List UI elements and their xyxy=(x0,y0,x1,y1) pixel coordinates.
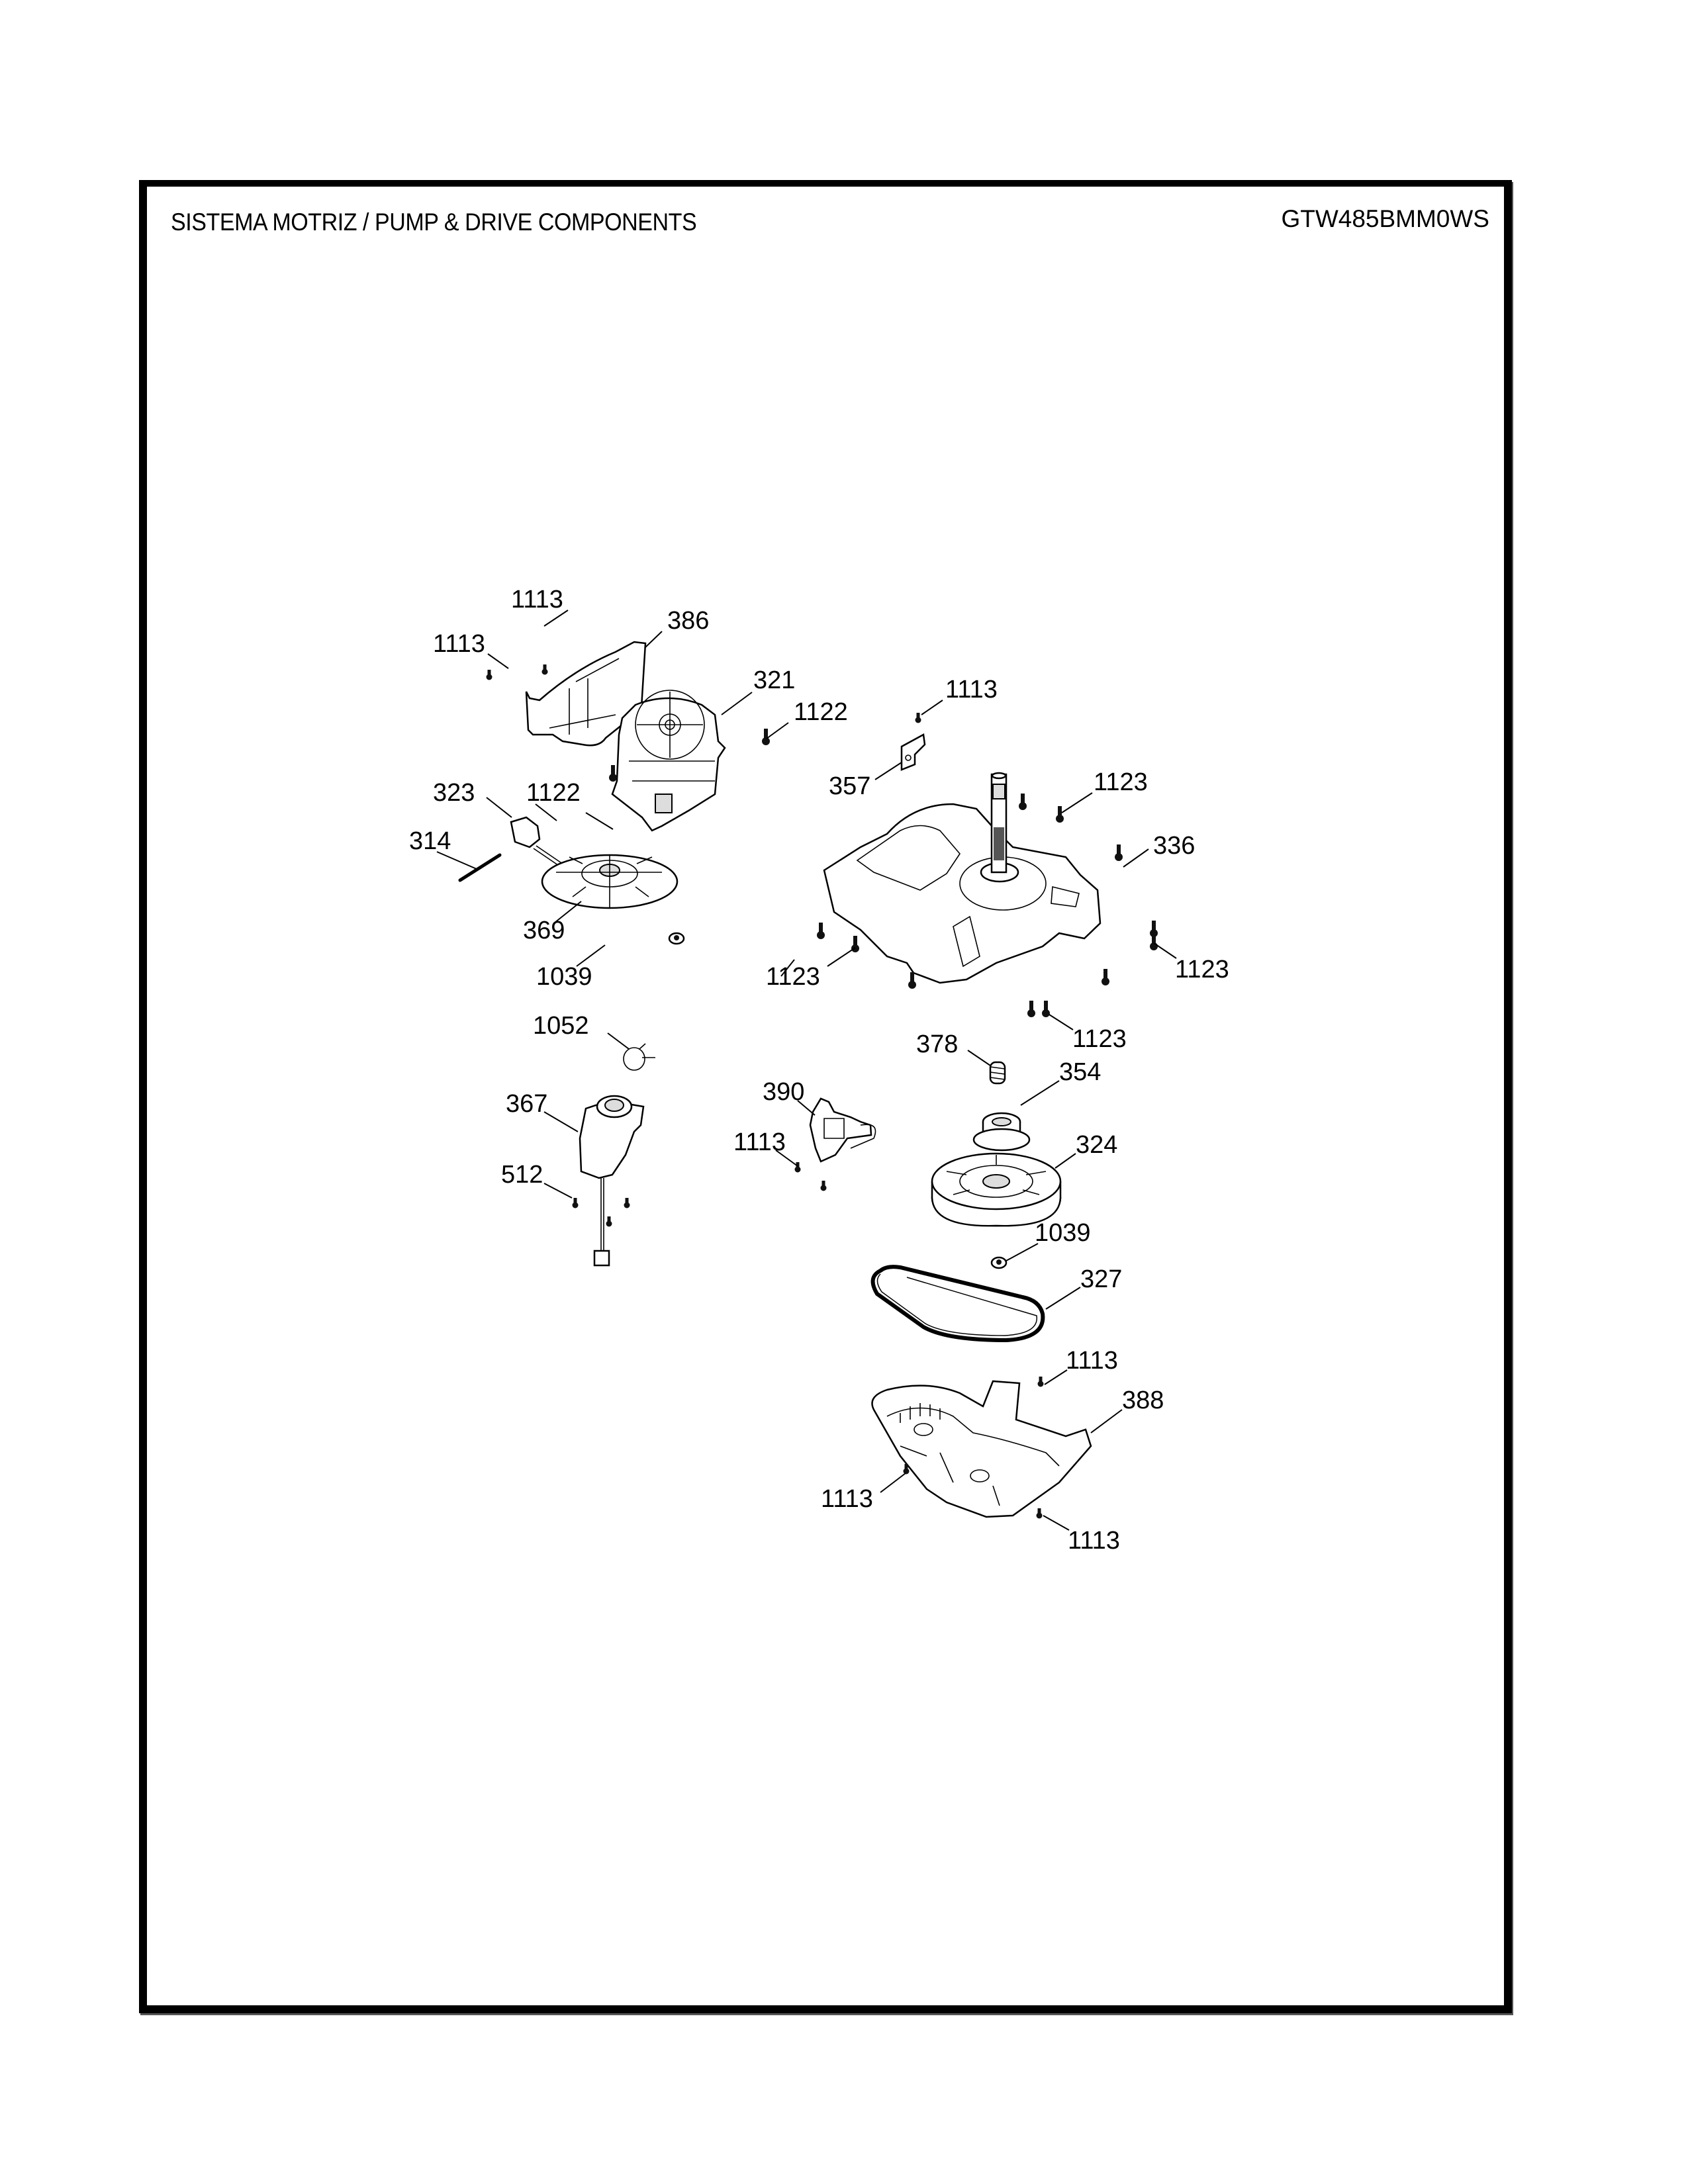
callout-label: 1113 xyxy=(733,1128,786,1156)
screw-icon xyxy=(817,923,825,939)
callout-label: 323 xyxy=(433,779,475,807)
callout-label: 1052 xyxy=(533,1012,589,1040)
screw-icon xyxy=(820,1181,827,1191)
drive-belt-part[interactable] xyxy=(870,1265,1045,1343)
callout-label: 327 xyxy=(1080,1265,1122,1293)
callout-label: 1123 xyxy=(766,963,820,991)
spring-part[interactable] xyxy=(989,1061,1006,1085)
leader-lines xyxy=(436,610,1177,1531)
screw-icon xyxy=(1115,844,1123,861)
screw-icon xyxy=(486,670,492,680)
callout-label: 354 xyxy=(1059,1058,1101,1086)
callout-label: 386 xyxy=(667,607,709,635)
screw-icon xyxy=(541,664,548,675)
diagram-title: SISTEMA MOTRIZ / PUMP & DRIVE COMPONENTS xyxy=(171,208,697,236)
screw-icon xyxy=(1102,969,1109,985)
callout-label: 1122 xyxy=(794,698,848,726)
screw-icon xyxy=(572,1198,579,1208)
page-border xyxy=(139,180,1512,2013)
callout-label: 321 xyxy=(753,666,795,694)
mounting-plate-part[interactable] xyxy=(823,772,1102,984)
screw-icon xyxy=(1056,806,1064,823)
screw-icon xyxy=(915,713,921,723)
callout-label: 1113 xyxy=(511,586,563,614)
callout-label: 324 xyxy=(1076,1131,1117,1159)
callout-label: 1039 xyxy=(536,963,592,991)
callout-label: 336 xyxy=(1153,832,1195,860)
belt-shield-part[interactable] xyxy=(871,1380,1092,1518)
callout-label: 314 xyxy=(409,827,451,855)
bracket-part[interactable] xyxy=(900,733,926,771)
screw-icon xyxy=(908,972,916,989)
nut-part[interactable] xyxy=(668,932,685,945)
screw-icon xyxy=(1042,1001,1050,1017)
motor-shield-part[interactable] xyxy=(525,641,647,747)
callout-label: 367 xyxy=(506,1090,547,1118)
screw-icon xyxy=(794,1162,801,1173)
callout-label: 1113 xyxy=(433,630,485,658)
callout-label: 1113 xyxy=(821,1485,873,1513)
callout-label: 378 xyxy=(916,1030,958,1058)
cable-tie-part[interactable] xyxy=(458,853,502,882)
callout-label: 512 xyxy=(501,1161,543,1189)
drain-pump-part[interactable] xyxy=(579,1095,645,1267)
screw-icon xyxy=(1037,1377,1044,1387)
callout-label: 357 xyxy=(829,772,870,800)
callout-label: 1123 xyxy=(1094,768,1148,796)
screw-icon xyxy=(609,765,617,782)
drive-motor-part[interactable] xyxy=(611,690,726,832)
callout-label: 1113 xyxy=(1066,1347,1118,1375)
callout-label: 388 xyxy=(1122,1387,1164,1414)
screw-icon xyxy=(606,1216,612,1227)
callout-label: 1122 xyxy=(526,779,581,807)
callout-label: 390 xyxy=(763,1078,804,1106)
callout-label: 1113 xyxy=(1068,1527,1120,1555)
screw-icon xyxy=(1150,934,1158,950)
callout-label: 1123 xyxy=(1072,1025,1127,1053)
hose-clamp-part[interactable] xyxy=(623,1043,655,1071)
clutch-gear-part[interactable] xyxy=(972,1112,1031,1152)
screw-icon xyxy=(1036,1508,1043,1519)
nut-part[interactable] xyxy=(990,1256,1008,1269)
screw-icon xyxy=(624,1198,630,1208)
callout-label: 1039 xyxy=(1035,1219,1091,1247)
screw-icon xyxy=(1027,1001,1035,1017)
callout-label: 369 xyxy=(523,917,565,944)
callout-label: 1123 xyxy=(1175,956,1229,983)
callout-label: 1113 xyxy=(945,676,998,704)
screw-icon xyxy=(1019,794,1027,810)
model-number: GTW485BMM0WS xyxy=(1281,205,1489,232)
motor-pulley-fan-part[interactable] xyxy=(541,854,679,909)
shift-actuator-part[interactable] xyxy=(809,1097,876,1163)
drive-pulley-part[interactable] xyxy=(931,1152,1062,1227)
